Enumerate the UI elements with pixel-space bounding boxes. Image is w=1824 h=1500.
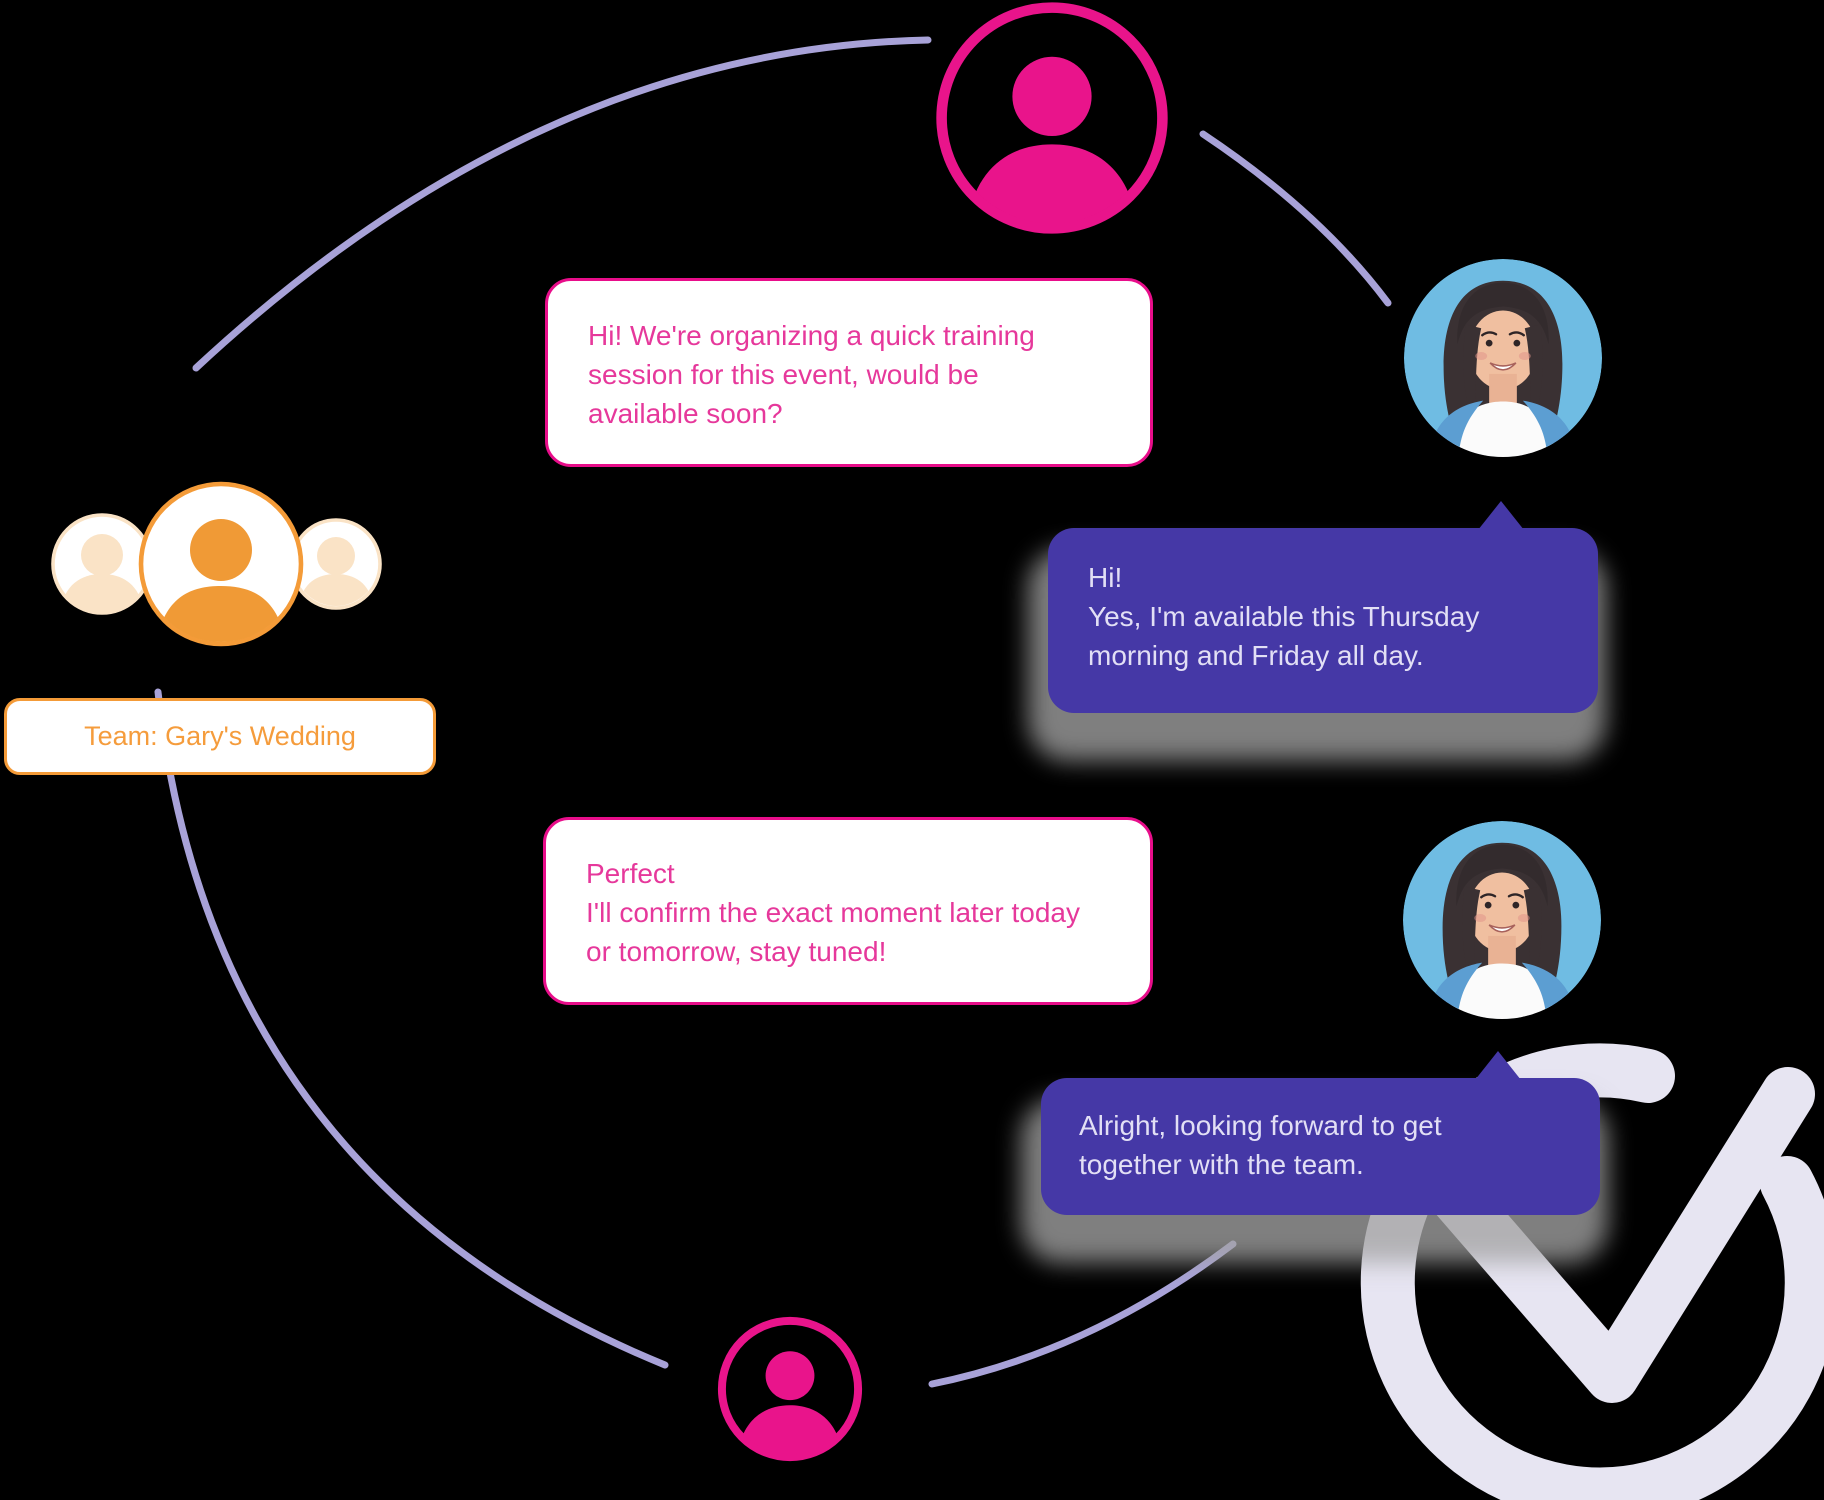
team-label-text: Team: Gary's Wedding — [84, 721, 356, 751]
message-line: together with the team. — [1079, 1149, 1364, 1180]
team-group-icon — [51, 481, 382, 647]
message-line: Hi! — [1088, 562, 1123, 593]
organizer-person-icon — [936, 2, 1168, 234]
bubble-tail — [1478, 501, 1524, 530]
message-line: or tomorrow, stay tuned! — [586, 936, 887, 967]
woman-portrait — [1403, 821, 1601, 1019]
message-line: Hi! We're organizing a quick training — [588, 320, 1035, 351]
message-line: Perfect — [586, 858, 675, 889]
member-message-2: Alright, looking forward to get together… — [1041, 1051, 1600, 1215]
arc-bottom-left — [154, 688, 669, 1369]
member-avatar-photo-2 — [1403, 821, 1601, 1019]
arc-top-right — [1199, 130, 1392, 307]
message-line: morning and Friday all day. — [1088, 640, 1424, 671]
arc-bottom-right — [928, 1240, 1237, 1388]
message-line: session for this event, would be — [588, 359, 979, 390]
message-line: I'll confirm the exact moment later toda… — [586, 897, 1080, 928]
woman-portrait — [1404, 259, 1602, 457]
message-line: available soon? — [588, 398, 783, 429]
bubble-tail — [1475, 1051, 1521, 1080]
member-person-icon — [717, 1316, 863, 1462]
member-message-1: Hi! Yes, I'm available this Thursday mor… — [1048, 501, 1598, 713]
message-line: Yes, I'm available this Thursday — [1088, 601, 1480, 632]
team-label: Team: Gary's Wedding — [4, 698, 436, 775]
organizer-message-2: Perfect I'll confirm the exact moment la… — [543, 817, 1153, 1005]
member-avatar-photo-1 — [1404, 259, 1602, 457]
message-line: Alright, looking forward to get — [1079, 1110, 1442, 1141]
organizer-message-1: Hi! We're organizing a quick training se… — [545, 278, 1153, 467]
